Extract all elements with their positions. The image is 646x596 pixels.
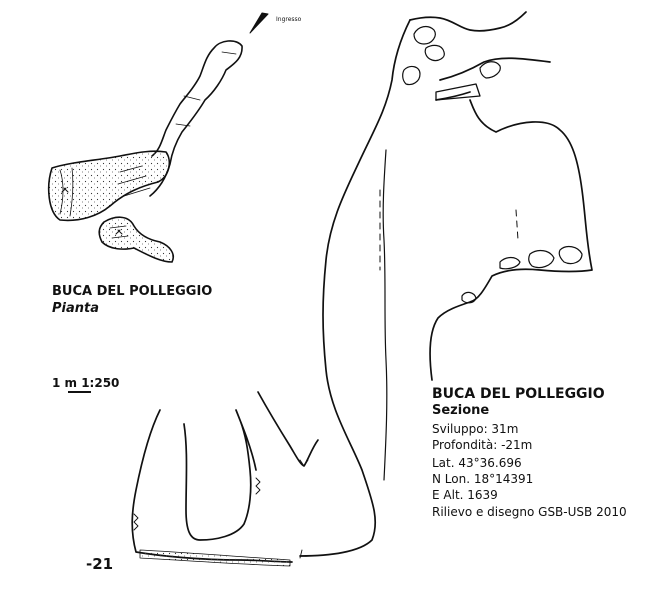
info-longitude: N Lon. 18°14391 [432,472,534,486]
info-altitude: E Alt. 1639 [432,488,498,502]
section-rock-marks [133,459,309,559]
plan-subtitle: Pianta [52,301,99,316]
section-left-wall [299,19,411,557]
section-upper-block [435,83,481,101]
entrance-arrow-icon [249,12,269,34]
plan-station-marks [61,187,123,235]
entrance-label: Ingresso [276,16,302,23]
info-profondita: Profondità: -21m [432,438,533,452]
section-top-wall [409,11,527,32]
section-view [131,11,593,567]
plan-chamber-outline [47,150,171,222]
scale-bar [68,391,91,393]
section-inner-wall [382,149,388,481]
section-subtitle: Sezione [432,403,490,418]
info-credits: Rilievo e disegno GSB-USB 2010 [432,505,627,519]
scale-label: 1 m 1:250 [52,376,120,390]
section-central-pillar [257,391,319,467]
section-right-wall [429,99,593,381]
section-inner-dashes [379,189,519,271]
section-floor-fill [139,549,291,567]
depth-marker: -21 [86,555,114,573]
section-title: BUCA DEL POLLEGGIO [432,386,605,402]
plan-lower-lobe-outline [98,216,175,263]
plan-title: BUCA DEL POLLEGGIO [52,284,213,299]
section-upper-passage [435,57,551,101]
section-lower-left-passage [131,409,293,563]
info-latitude: Lat. 43°36.696 [432,456,522,470]
section-boulders-ledge [461,245,583,304]
info-sviluppo: Sviluppo: 31m [432,422,519,436]
plan-view [47,12,269,263]
section-boulders-top [402,25,501,86]
